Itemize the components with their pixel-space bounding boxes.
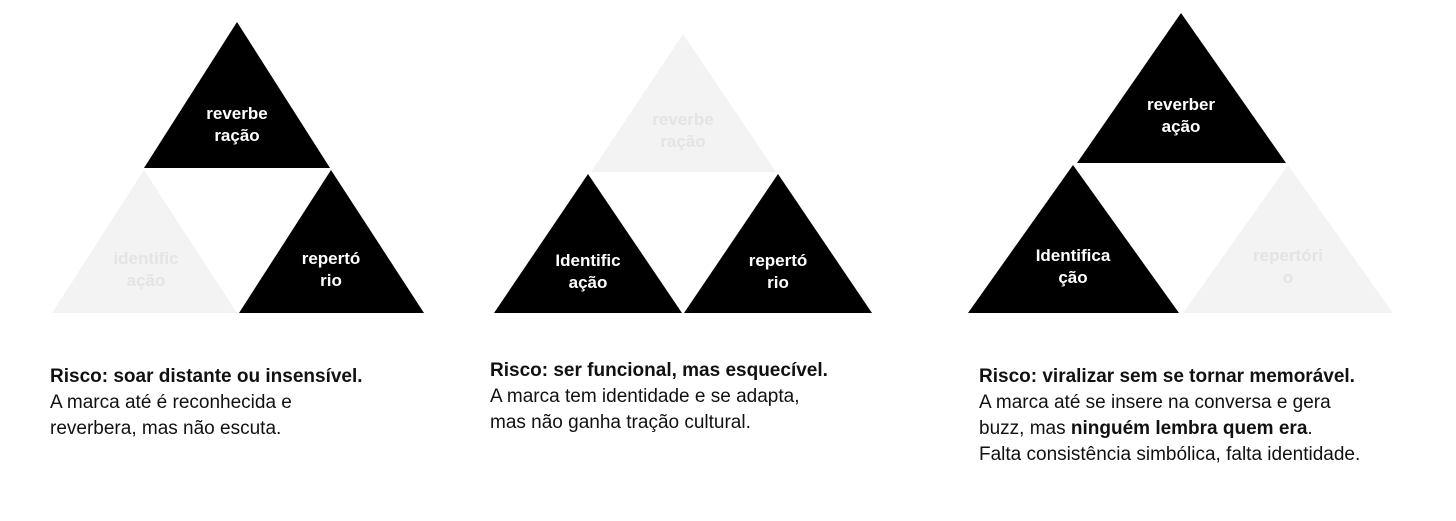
panel-2-triangle-right xyxy=(684,174,872,313)
panel-3-caption-line2: buzz, mas ninguém lembra quem era. xyxy=(979,416,1360,442)
panel-2-risk-heading: Risco: ser funcional, mas esquecível. xyxy=(490,360,828,381)
panel-2-caption-line2: mas não ganha tração cultural. xyxy=(490,412,751,433)
panel-3-caption: Risco: viralizar sem se tornar memorável… xyxy=(979,364,1360,468)
panel-3-caption-line2-post: . xyxy=(1307,418,1313,439)
panel-3-risk-heading: Risco: viralizar sem se tornar memorável… xyxy=(979,366,1355,387)
panel-1-triangle-left xyxy=(52,170,237,313)
panel-3-left-label-line2: ção xyxy=(1058,268,1087,287)
panel-3-left-label-line1: Identifica xyxy=(1036,246,1111,265)
panel-1-caption-line2: reverbera, mas não escuta. xyxy=(50,418,282,439)
panel-1-right-label-line1: repertó xyxy=(302,249,361,268)
panel-3-caption-line1: A marca até se insere na conversa e gera xyxy=(979,392,1331,413)
panel-3-triangle-left xyxy=(968,165,1179,313)
panel-1-top-label-line1: reverbe xyxy=(206,104,267,123)
panel-3-top-label-line1: reverber xyxy=(1147,95,1215,114)
panel-1-left-label-line1: identific xyxy=(113,249,178,268)
panel-3-triangle-right xyxy=(1183,165,1393,313)
panel-2-triangle-top xyxy=(591,34,776,172)
panel-2-top-label-line1: reverbe xyxy=(652,110,713,129)
panel-3-caption-line3: Falta consistência simbólica, falta iden… xyxy=(979,444,1361,465)
panel-2-triangle-left xyxy=(494,174,682,313)
panel-1-risk-heading: Risco: soar distante ou insensível. xyxy=(50,366,363,387)
panel-1-caption: Risco: soar distante ou insensível. A ma… xyxy=(50,364,363,442)
panel-3-caption-line2-bold: ninguém lembra quem era xyxy=(1070,418,1308,439)
panel-2-caption-line1: A marca tem identidade e se adapta, xyxy=(490,386,800,407)
panel-1-right-label-line2: rio xyxy=(320,271,342,290)
panel-3-right-label-line1: repertóri xyxy=(1253,246,1323,265)
panel-1-left-label-line2: ação xyxy=(127,271,166,290)
panel-3-right-label-line2: o xyxy=(1283,268,1293,287)
panel-2-top-label-line2: ração xyxy=(660,132,705,151)
panel-2-caption: Risco: ser funcional, mas esquecível. A … xyxy=(490,358,828,436)
panel-2-left-label-line2: ação xyxy=(569,273,608,292)
panel-1-triangle-top xyxy=(144,22,330,168)
panel-1-top-label-line2: ração xyxy=(214,126,259,145)
panel-2-right-label-line2: rio xyxy=(767,273,789,292)
panel-2-right-label-line1: repertó xyxy=(749,251,808,270)
panel-3-caption-line2-pre: buzz, mas xyxy=(979,418,1071,439)
panel-1-triangle-right xyxy=(239,170,424,313)
panel-1-caption-line1: A marca até é reconhecida e xyxy=(50,392,292,413)
panel-2-left-label-line1: Identific xyxy=(555,251,620,270)
panel-3-triangle-top xyxy=(1077,13,1286,163)
panel-3-top-label-line2: ação xyxy=(1162,117,1201,136)
